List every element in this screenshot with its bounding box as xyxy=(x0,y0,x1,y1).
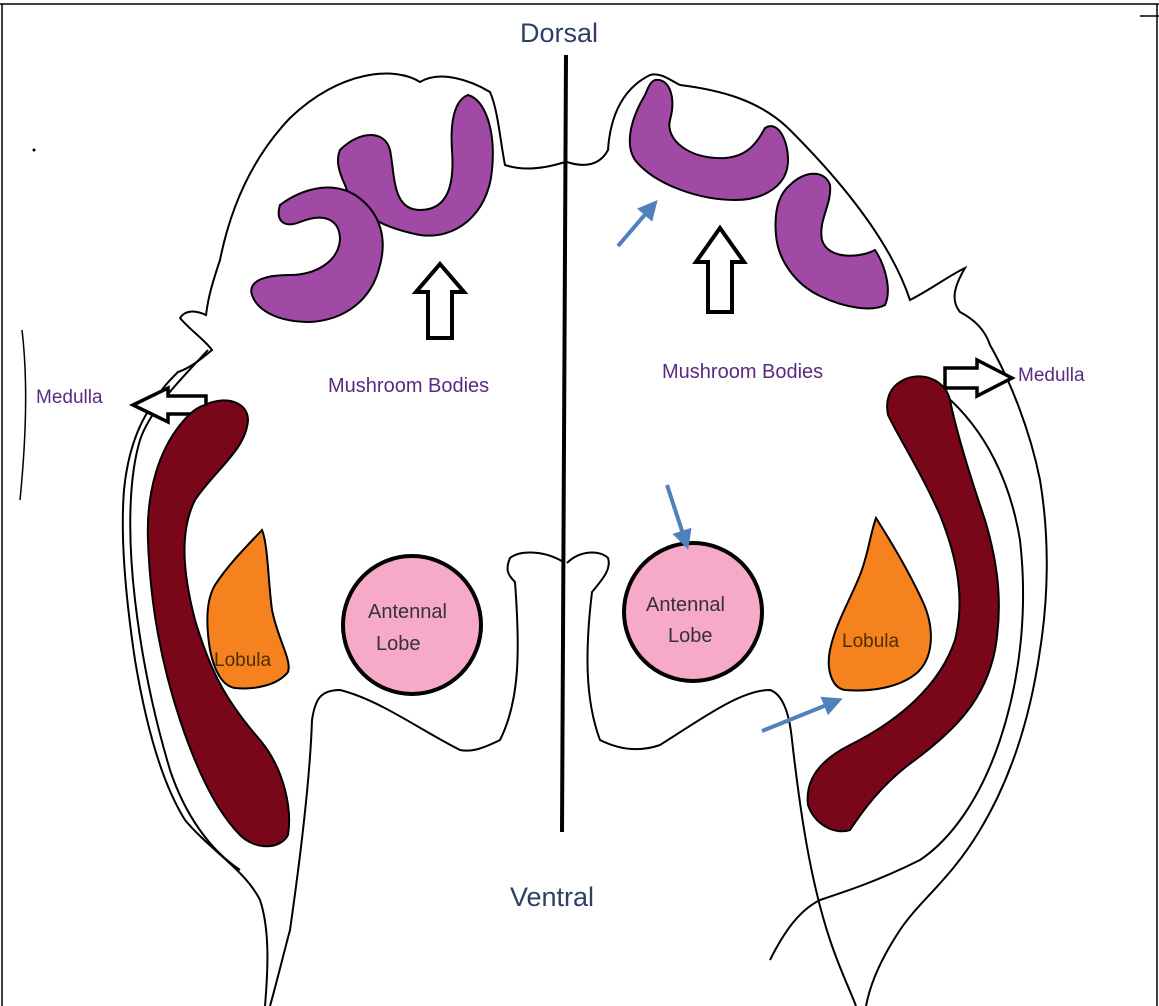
lobula-right xyxy=(829,518,931,690)
medulla-label-right: Medulla xyxy=(1018,365,1085,386)
mushroom-body-right-1 xyxy=(630,80,788,200)
lobula-label-right: Lobula xyxy=(842,631,899,652)
midline xyxy=(562,55,566,832)
antennal-lobe-label-right-line1: Antennal xyxy=(646,594,725,616)
dorsal-label: Dorsal xyxy=(520,18,598,48)
antennal-lobe-left xyxy=(343,556,481,694)
antennal-lobe-label-right-line2: Lobe xyxy=(668,625,713,647)
antennal-lobe-label-left-line1: Antennal xyxy=(368,601,447,623)
mushroom-body-right-2 xyxy=(776,174,888,309)
left-edge-mark xyxy=(20,330,26,500)
mushroom-bodies-label-right: Mushroom Bodies xyxy=(662,361,823,383)
up-arrow-left xyxy=(416,264,464,338)
medulla-arrow-right xyxy=(945,360,1012,396)
pointer-arrow-mushroom xyxy=(618,203,655,246)
mushroom-bodies-label-left: Mushroom Bodies xyxy=(328,375,489,397)
ventral-label: Ventral xyxy=(510,882,594,912)
medulla-label-left: Medulla xyxy=(36,387,103,408)
pointer-arrow-antennal xyxy=(667,485,687,546)
stray-dot xyxy=(33,149,36,152)
lobula-label-left: Lobula xyxy=(214,650,271,671)
up-arrow-right xyxy=(696,228,744,312)
antennal-lobe-label-left-line2: Lobe xyxy=(376,633,421,655)
mushroom-body-left-2 xyxy=(251,188,382,322)
pointer-arrow-lobula xyxy=(762,700,839,731)
